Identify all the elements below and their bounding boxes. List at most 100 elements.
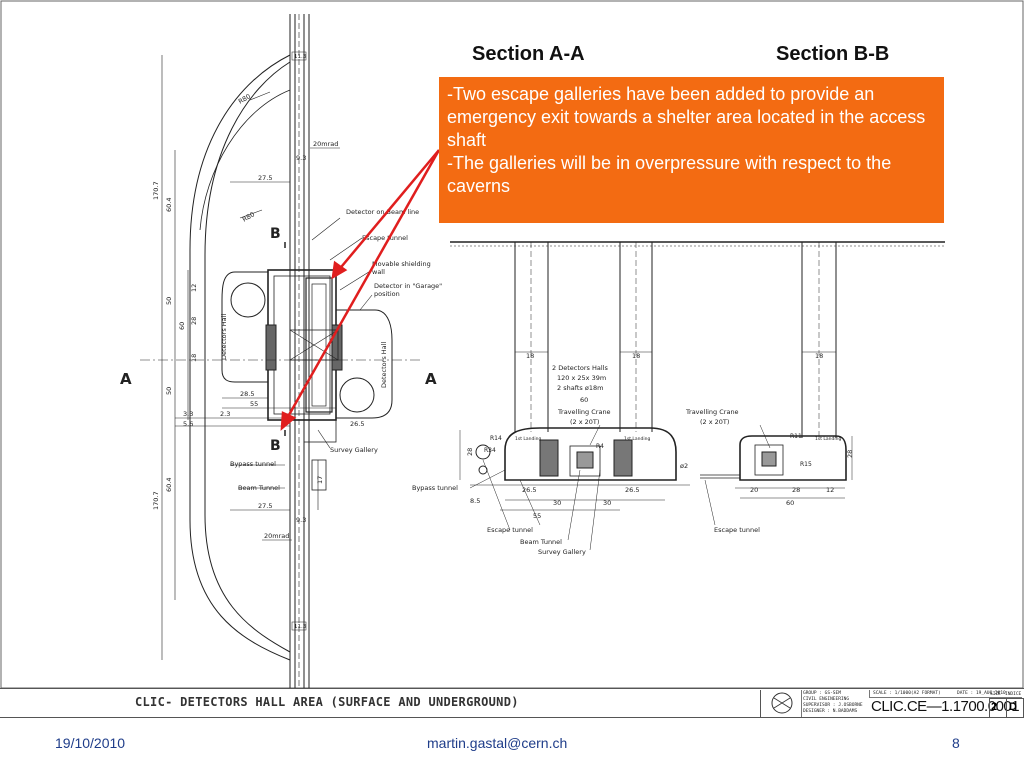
tb-group: GROUP : GS-SEM	[803, 691, 841, 696]
dim-55: 55	[250, 400, 258, 408]
dim-50-bottom: 50	[165, 387, 173, 395]
dim-2-label: ø2	[680, 462, 688, 470]
r14-label: R14	[490, 435, 502, 442]
dim-8-5: 8.5	[470, 497, 480, 505]
dim-60-sec: 60	[580, 396, 588, 404]
detectors-hall-left-label: Detectors Hall	[220, 314, 228, 360]
tb-sheet-label: SIZE	[990, 692, 1001, 697]
r15-label: R15	[800, 461, 812, 468]
dim-27-5-top: 27.5	[258, 174, 272, 182]
dim-28-bb: 28	[792, 486, 800, 494]
r11-label: R11	[790, 433, 802, 440]
r4-label: R4	[596, 443, 604, 450]
footer-date: 19/10/2010	[55, 735, 126, 751]
dim-26-5-right: 26.5	[625, 486, 639, 494]
bypass-tunnel-plan-label: Bypass tunnel	[230, 460, 276, 468]
travelling-crane-b-label: Travelling Crane	[685, 408, 739, 416]
mrad-bottom-label: 20mrad	[264, 532, 289, 540]
halls-note-1: 2 Detectors Halls	[552, 364, 608, 372]
footer-page-number: 8	[952, 735, 960, 751]
dim-30-left: 30	[553, 499, 561, 507]
revision-letter: D	[1009, 701, 1017, 713]
dim-18-c: 18	[815, 352, 823, 360]
section-a-a-title: Section A-A	[472, 43, 585, 65]
beam-tunnel-plan-label: Beam Tunnel	[238, 484, 280, 492]
detectors-hall-right-label: Detectors Hall	[380, 342, 388, 388]
halls-note-2: 120 x 25x 39m	[557, 374, 606, 382]
drawing-title: CLIC- DETECTORS HALL AREA (SURFACE AND U…	[135, 695, 519, 709]
dim-9-3-bottom: 9.3	[296, 516, 306, 524]
section-a-right-label: A	[425, 370, 437, 388]
dim-2-3: 2.3	[220, 410, 230, 418]
landing-left-label: 1st Landing	[515, 436, 541, 442]
crane-cap-a-label: (2 x 20T)	[570, 418, 599, 426]
dim-26-5: 26.5	[350, 420, 364, 428]
survey-gallery-plan-label: Survey Gallery	[330, 446, 378, 454]
tb-rev-label: INDICE	[1005, 692, 1022, 697]
dim-60-plan: 60	[178, 322, 186, 330]
red-arrows	[280, 149, 441, 431]
tb-designer: DESIGNER : N.BADDAMS	[803, 709, 858, 714]
mrad-top-label: 20mrad	[313, 140, 338, 148]
dim-60-4-bottom: 60.4	[165, 478, 173, 492]
dim-20: 20	[750, 486, 758, 494]
detector-on-beam-label: Detector on Beam line	[346, 208, 420, 216]
footer-email: martin.gastal@cern.ch	[427, 735, 568, 751]
dim-17-plan: 17	[316, 476, 324, 484]
movable-shielding-label: Movable shielding wall	[372, 260, 431, 276]
r80-mid-label: R80	[241, 210, 256, 223]
halls-note-3: 2 shafts ø18m	[557, 384, 603, 392]
escape-galleries-callout: -Two escape galleries have been added to…	[439, 77, 944, 223]
drawing-title-block: CLIC- DETECTORS HALL AREA (SURFACE AND U…	[0, 688, 1024, 718]
dim-28-5: 28.5	[240, 390, 254, 398]
callout-line-2: -The galleries will be in overpressure w…	[447, 153, 892, 196]
travelling-crane-a-label: Travelling Crane	[557, 408, 611, 416]
tb-scale: SCALE : 1/1000(A2 FORMAT)	[873, 691, 941, 696]
dim-50-top: 50	[165, 297, 173, 305]
dim-11-3-bottom: 11.3	[294, 624, 307, 630]
plan-view	[140, 14, 420, 688]
tb-date: DATE : 19_AUG_2010	[957, 691, 1006, 696]
dim-12-plan: 12	[190, 284, 198, 292]
arrow-to-escape-tunnel-top	[336, 149, 440, 273]
dim-170-7-top: 170.7	[152, 181, 160, 200]
arrow-to-escape-tunnel-bottom	[283, 149, 441, 423]
dim-60-4-top: 60.4	[165, 198, 173, 212]
landing-b-label: 1st Landing	[815, 436, 841, 442]
crane-cap-b-label: (2 x 20T)	[700, 418, 729, 426]
tb-dept: CIVIL ENGINEERING	[803, 697, 850, 702]
escape-tunnel-b-label: Escape tunnel	[714, 526, 760, 534]
detector-garage-label: Detector in "Garage" position	[374, 282, 443, 298]
beam-tunnel-sec-label: Beam Tunnel	[520, 538, 562, 546]
plan-text: A A B B R80 R80 20mrad 20mrad 11.3 11.3 …	[120, 54, 443, 630]
section-b-b-drawing	[700, 242, 853, 526]
dim-28-plan: 28	[190, 317, 198, 325]
dim-55-sec: 55	[533, 512, 541, 520]
survey-gallery-sec-label: Survey Gallery	[538, 548, 586, 556]
dim-18-plan: 18	[190, 354, 198, 362]
section-text: 18 18 18 2 Detectors Halls 120 x 25x 39m…	[412, 352, 854, 556]
section-b-bottom-label: B	[270, 438, 281, 454]
sheet-number: 2	[991, 701, 998, 713]
dim-26-5-left: 26.5	[522, 486, 536, 494]
section-b-top-label: B	[270, 226, 281, 242]
dim-11-3-top: 11.3	[294, 54, 307, 60]
dim-30-right: 30	[603, 499, 611, 507]
dim-3-3: 3.3	[183, 410, 193, 418]
callout-line-1: -Two escape galleries have been added to…	[447, 84, 926, 150]
title-block-info: GROUP : GS-SEM CIVIL ENGINEERING SUPERVI…	[760, 690, 1024, 718]
dim-12-bb: 12	[826, 486, 834, 494]
dim-5-6: 5.6	[183, 420, 193, 428]
section-b-b-title: Section B-B	[776, 43, 890, 65]
dim-60-bb: 60	[786, 499, 794, 507]
tb-supervisor: SUPERVISOR : J.OSBORNE	[803, 703, 863, 708]
r34-label: R34	[484, 447, 496, 454]
dim-9-3-top: 9.3	[296, 154, 306, 162]
dim-18-a: 18	[526, 352, 534, 360]
document-number: CLIC.CE—1.1700.0001	[871, 698, 1020, 715]
dim-18-b: 18	[632, 352, 640, 360]
section-a-left-label: A	[120, 370, 132, 388]
section-a-a-drawing	[450, 241, 945, 551]
dim-170-7-bottom: 170.7	[152, 491, 160, 510]
dim-28-sec: 28	[466, 448, 474, 456]
